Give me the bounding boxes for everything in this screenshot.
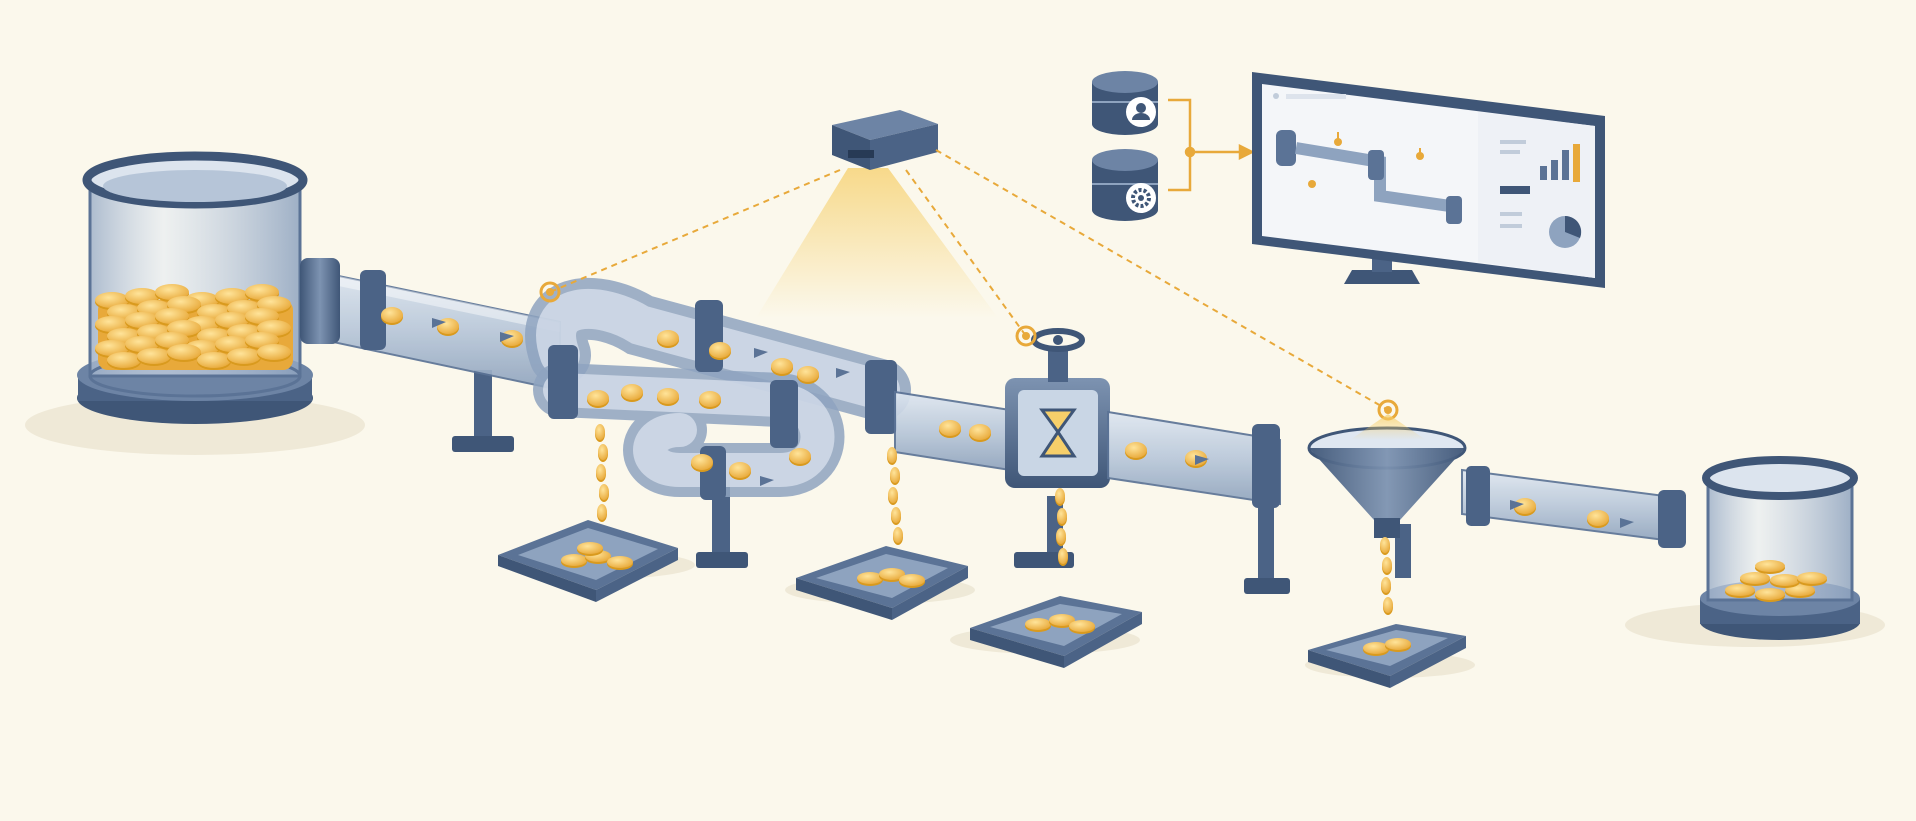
coin-icon — [797, 366, 819, 384]
coin-icon — [657, 330, 679, 348]
flowing-coins — [381, 307, 1609, 528]
coin-icon — [1380, 537, 1390, 555]
coin-icon — [577, 542, 603, 556]
bar-chart-icon — [1500, 140, 1580, 182]
pipe-segment-final — [1461, 466, 1686, 548]
pipe-segment-inlet — [299, 258, 561, 392]
flow-arrows — [432, 318, 1634, 528]
coin-icon — [595, 424, 605, 442]
coin-icon — [1381, 577, 1391, 595]
coin-icon — [596, 464, 606, 482]
coin-icon — [699, 391, 721, 409]
coin-icon — [1363, 642, 1389, 656]
coin-icon — [657, 388, 679, 406]
monitoring-sensor-icon[interactable] — [756, 110, 998, 318]
coin-icon — [1058, 548, 1068, 566]
coin-icon — [1057, 508, 1067, 526]
coin-icon — [691, 454, 713, 472]
coin-icon — [857, 572, 883, 586]
leak-tray-icon — [498, 520, 1466, 688]
coin-icon — [887, 447, 897, 465]
coin-icon — [381, 307, 403, 325]
coin-icon — [1797, 572, 1827, 586]
collection-tank-icon — [1700, 456, 1860, 640]
coin-icon — [939, 420, 961, 438]
coin-icon — [599, 484, 609, 502]
coin-icon — [1383, 597, 1393, 615]
coin-icon — [607, 556, 633, 570]
hourglass-valve-icon[interactable] — [1005, 328, 1110, 488]
coin-icon — [215, 288, 249, 306]
coin-icon — [155, 284, 189, 302]
coin-icon — [1025, 618, 1051, 632]
coin-icon — [891, 507, 901, 525]
coin-icon — [1125, 442, 1147, 460]
source-tank — [77, 151, 313, 424]
coin-icon — [621, 384, 643, 402]
coin-icon — [597, 504, 607, 522]
settings-database-icon[interactable] — [1092, 149, 1158, 221]
coin-icon — [1770, 574, 1800, 588]
coin-icon — [561, 554, 587, 568]
dashboard-monitor-icon[interactable] — [1252, 72, 1605, 288]
coin-icon — [1725, 584, 1755, 598]
coin-icon — [197, 352, 231, 370]
coin-icon — [888, 487, 898, 505]
leaking-coins — [595, 424, 1393, 615]
coin-icon — [879, 568, 905, 582]
coin-icon — [587, 390, 609, 408]
coin-icon — [729, 462, 751, 480]
coin-icon — [257, 344, 291, 362]
coin-icon — [1385, 638, 1411, 652]
tray-coins — [561, 542, 1411, 656]
coin-icon — [227, 348, 261, 366]
coin-icon — [893, 527, 903, 545]
coin-icon — [771, 358, 793, 376]
pie-chart-icon — [1500, 186, 1582, 248]
coin-icon — [167, 344, 201, 362]
coin-icon — [1382, 557, 1392, 575]
sensor-points — [539, 281, 1426, 440]
coin-icon — [107, 352, 141, 370]
pipe-s-bend — [525, 277, 911, 500]
coin-icon — [1056, 528, 1066, 546]
mini-pipeline-icon — [1276, 130, 1462, 224]
coin-icon — [899, 574, 925, 588]
user-database-icon[interactable] — [1092, 71, 1158, 135]
coin-icon — [969, 424, 991, 442]
sensor-signal-lines — [549, 149, 1389, 411]
coin-icon — [1587, 510, 1609, 528]
coin-icon — [789, 448, 811, 466]
coin-icon — [709, 342, 731, 360]
coin-icon — [1755, 560, 1785, 574]
coin-icon — [1049, 614, 1075, 628]
funnel-icon — [1307, 426, 1467, 538]
coin-icon — [1069, 620, 1095, 634]
database-connector — [1168, 98, 1255, 192]
coin-icon — [1514, 498, 1536, 516]
coin-icon — [1755, 588, 1785, 602]
coin-stack-icon — [95, 284, 293, 370]
coin-icon — [1740, 572, 1770, 586]
coin-icon — [890, 467, 900, 485]
coin-icon — [1055, 488, 1065, 506]
coin-icon — [598, 444, 608, 462]
coin-icon — [137, 348, 171, 366]
